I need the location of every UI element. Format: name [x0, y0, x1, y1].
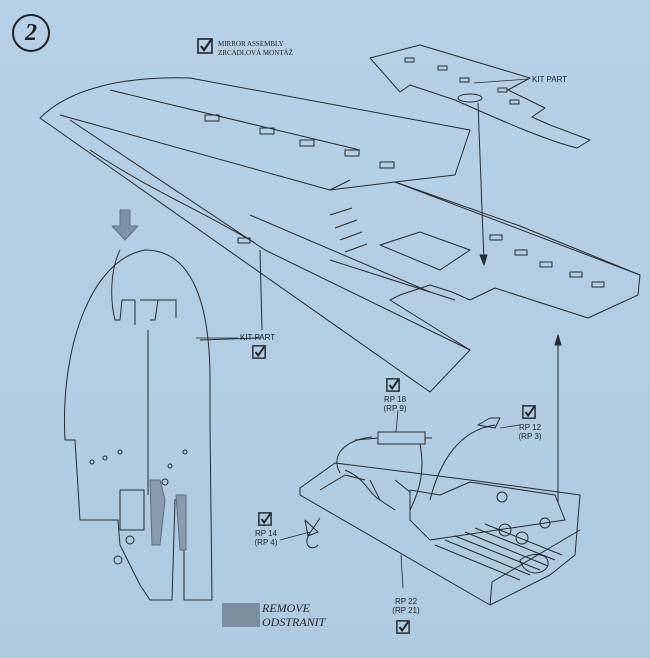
checkbox-icon — [252, 345, 266, 359]
kit-part-label: KIT PART — [240, 333, 276, 342]
kit-part-label: KIT PART — [532, 75, 568, 84]
leader-lines — [196, 78, 529, 589]
checkbox-icon — [258, 512, 272, 526]
checkbox-icon — [386, 378, 400, 392]
mirror-assembly-label: MIRROR ASSEMBLY ZRCADLOVÁ MONTÁŽ — [218, 40, 293, 57]
remove-legend-label: REMOVE ODSTRANIT — [262, 601, 326, 629]
step-number: 2 — [12, 14, 50, 52]
wing-part — [39, 77, 641, 393]
checkbox-icon — [396, 620, 410, 634]
cockpit-floor-panel — [63, 249, 263, 601]
rp18-label: RP 18(RP 9) — [383, 395, 407, 413]
remove-swatch — [222, 603, 260, 627]
rp14-label: RP 14(RP 4) — [254, 529, 278, 547]
rp12-label: RP 12(RP 3) — [518, 423, 542, 441]
down-arrow-icon — [111, 209, 139, 241]
checkbox-icon — [197, 38, 213, 54]
cockpit-assembly — [299, 334, 581, 606]
kit-part-panel — [369, 44, 591, 266]
rp22-label: RP 22(RP 21) — [392, 597, 420, 615]
checkbox-icon — [522, 405, 536, 419]
